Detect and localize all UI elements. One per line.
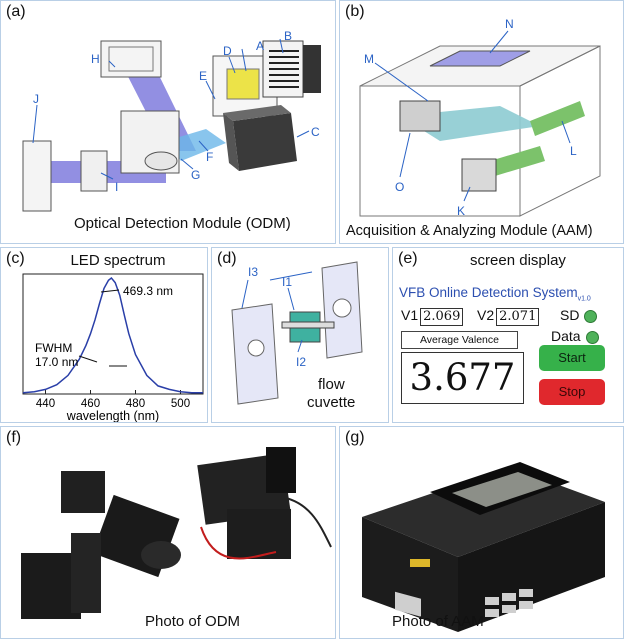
callout-m: M [364, 52, 374, 66]
panel-caption: Acquisition & Analyzing Module (AAM) [346, 223, 593, 239]
callout-k: K [457, 204, 465, 218]
cuvette-drawing: I3 I1 I2 [231, 261, 363, 405]
spectrum-chart: 440 460 480 500 469.3 nm FWHM 17.0 nm wavel… [22, 273, 204, 423]
panel-label: (f) [6, 429, 22, 446]
cuvette-caption-1: flow [318, 376, 345, 393]
panel-b: (b) N M L O K Acquisition & Analyzing Mo… [339, 0, 624, 244]
x-tick-label: 480 [126, 398, 145, 410]
stop-button[interactable]: Stop [539, 379, 605, 405]
panel-e: (e) screen display VFB Online Detection … [392, 247, 624, 423]
callout-d: D [223, 44, 232, 58]
peak-label: 469.3 nm [123, 284, 173, 298]
callout-i2: I2 [296, 355, 306, 369]
panel-label: (c) [6, 250, 25, 267]
panel-f: (f) Photo of ODM [0, 426, 336, 639]
callout-e: E [199, 69, 207, 83]
panel-label: (e) [398, 250, 418, 267]
version-label: v1.0 [577, 295, 591, 303]
x-tick-label: 460 [81, 398, 100, 410]
callout-c: C [311, 125, 320, 139]
panel-caption: Optical Detection Module (ODM) [74, 215, 291, 232]
system-name: VFB Online Detection Systemv1.0 [399, 285, 591, 303]
v1-value: 2.069 [420, 308, 464, 326]
data-led-icon [585, 330, 599, 344]
x-tick-label: 440 [36, 398, 55, 410]
screen-title: screen display [470, 252, 566, 269]
sd-led-icon [584, 309, 598, 323]
average-valence-label: Average Valence [401, 331, 518, 349]
sd-indicator: SD [560, 307, 598, 323]
callout-g: G [191, 168, 200, 182]
callout-l: L [570, 144, 577, 158]
start-button[interactable]: Start [539, 345, 605, 371]
cuvette-caption-2: cuvette [307, 394, 356, 411]
plot-frame [22, 273, 204, 395]
chart-title: LED spectrum [70, 252, 166, 269]
panel-a: (a) [0, 0, 336, 244]
odm-drawing: A B C D E F G H I J [22, 29, 321, 212]
v2-value: 2.071 [496, 308, 540, 326]
callout-i: I [115, 180, 118, 194]
spectrum-line [22, 276, 203, 394]
callout-i1: I1 [282, 275, 292, 289]
panel-caption: Photo of AAM [392, 613, 484, 630]
callout-a: A [256, 39, 264, 53]
callout-h: H [91, 52, 100, 66]
callout-f: F [206, 150, 213, 164]
panel-caption: Photo of ODM [145, 613, 241, 630]
odm-photo [21, 447, 332, 619]
callout-b: B [284, 29, 292, 43]
x-tick-label: 500 [171, 398, 190, 410]
x-axis-label: wavelength (nm) [66, 409, 159, 423]
aam-photo [362, 462, 605, 632]
callout-o: O [395, 180, 404, 194]
fwhm-label: FWHM [35, 341, 72, 355]
callout-n: N [505, 17, 514, 31]
average-valence-value: 3.677 [401, 352, 524, 404]
panel-label: (a) [6, 3, 26, 20]
panel-label: (g) [345, 429, 365, 446]
data-indicator: Data [551, 328, 599, 344]
callout-j: J [33, 92, 39, 106]
panel-g: (g) Photo of AAM [339, 426, 624, 639]
fwhm-value: 17.0 nm [35, 355, 78, 369]
callout-i3: I3 [248, 265, 258, 279]
panel-label: (b) [345, 3, 365, 20]
panel-d: (d) I3 I1 I2 flow cuvette [211, 247, 389, 423]
panel-label: (d) [217, 250, 237, 267]
panel-c: (c) LED spectrum 440 460 480 500 469.3 nm F… [0, 247, 208, 423]
aam-drawing: N M L O K [359, 17, 601, 218]
